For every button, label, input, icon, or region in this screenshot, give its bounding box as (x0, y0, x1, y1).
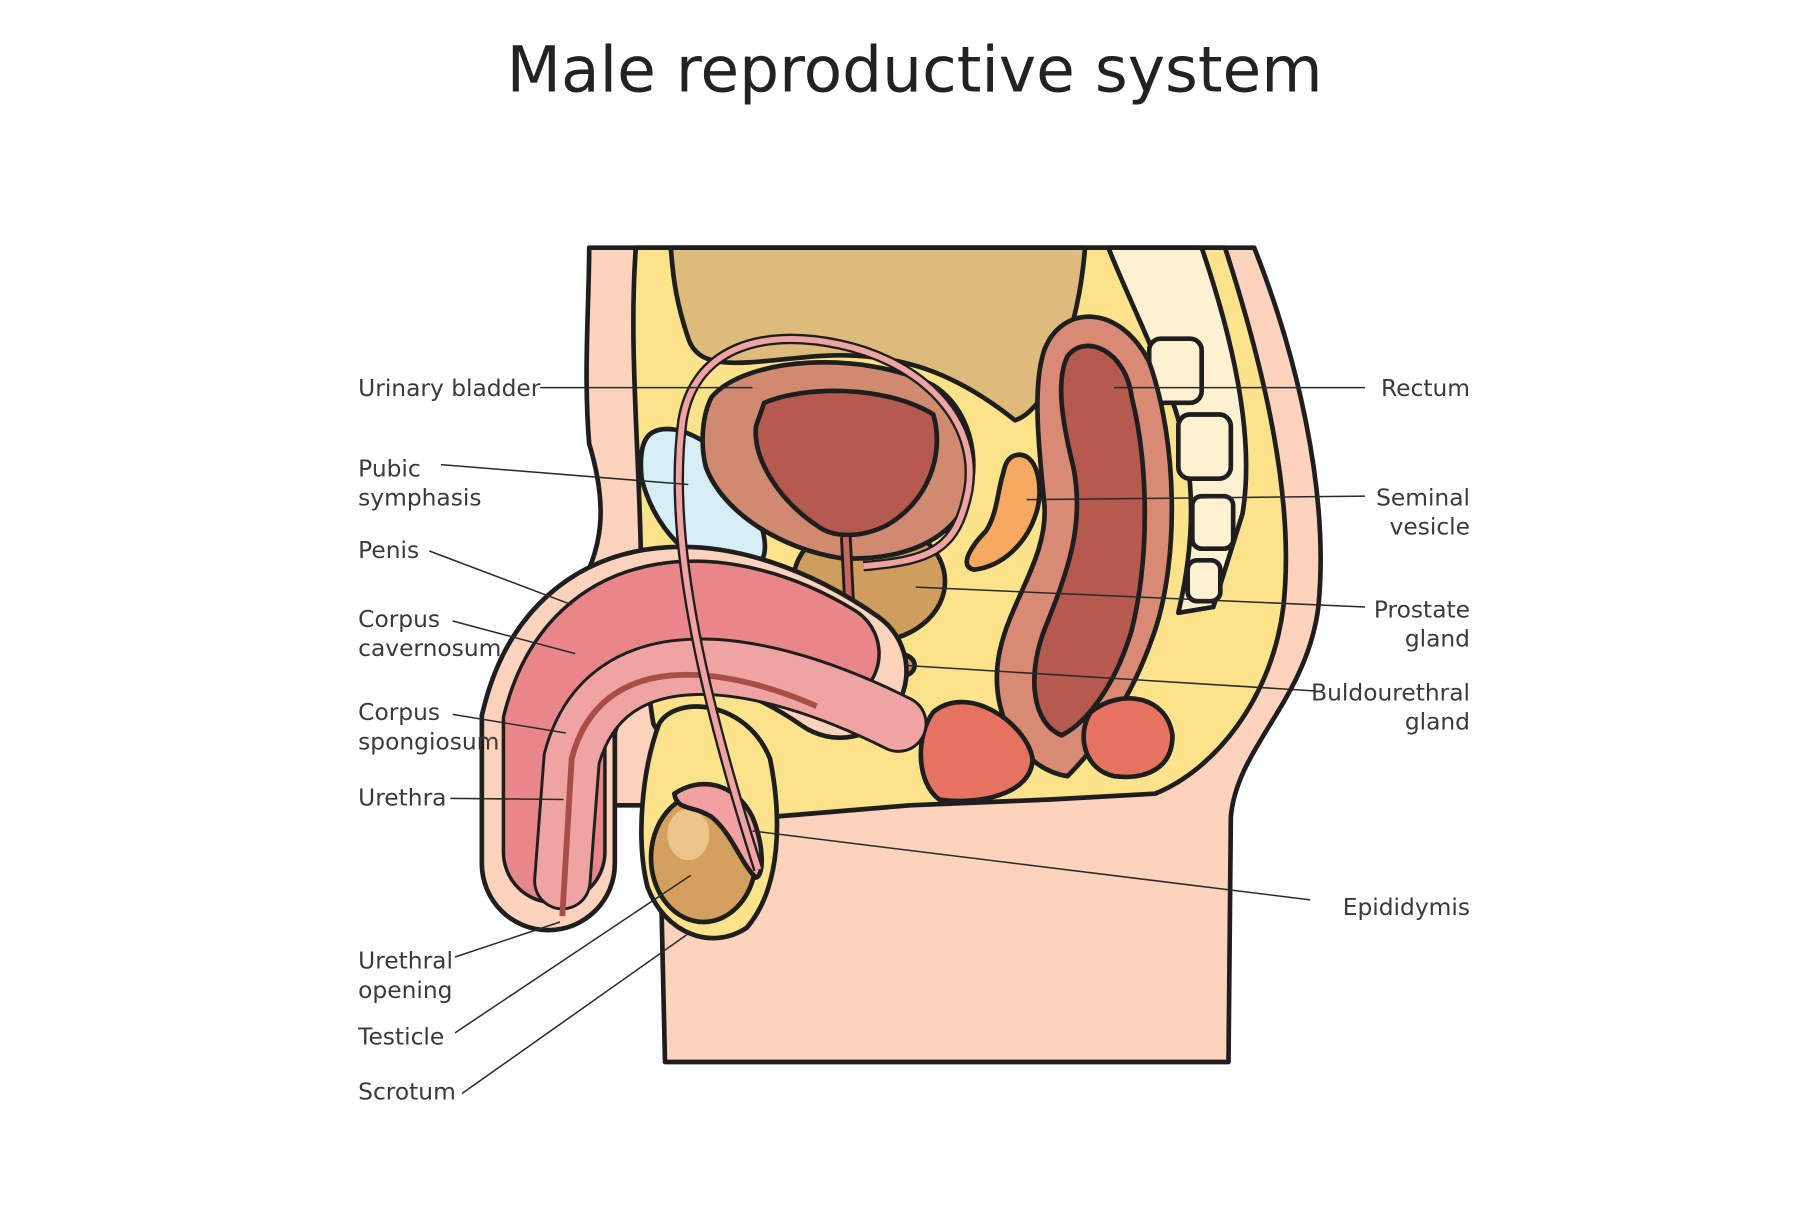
urethra (559, 671, 818, 917)
rectum-lumen (1032, 343, 1148, 738)
label-prostate-gland: Prostate (1374, 595, 1470, 623)
corpus-cavernosum-fill (505, 562, 878, 902)
label-bulbourethral-gland-2: gland (1405, 707, 1470, 735)
bladder-lumen (753, 388, 940, 538)
label-epididymis: Epididymis (1343, 893, 1470, 921)
label-prostate-gland-2: gland (1405, 625, 1470, 653)
label-rectum: Rectum (1381, 374, 1470, 402)
perineal-muscle (918, 699, 1035, 804)
labels-left: Urinary bladder Pubic symphasis Penis Co… (357, 374, 541, 1106)
label-corpus-cavernosum: Corpus (358, 605, 440, 633)
label-urethral-opening: Urethral (358, 947, 453, 975)
label-urethra: Urethra (358, 783, 446, 811)
label-pubic-symphasis-2: symphasis (358, 484, 481, 512)
anal-sphincter (1081, 696, 1175, 780)
label-seminal-vesicle-2: vesicle (1390, 513, 1470, 541)
label-corpus-cavernosum-2: cavernosum (358, 634, 501, 662)
label-corpus-spongiosum-2: spongiosum (358, 727, 499, 755)
label-scrotum: Scrotum (358, 1077, 456, 1105)
vas-deferens-fill (675, 336, 973, 871)
seminal-vesicle (964, 452, 1042, 573)
label-corpus-spongiosum: Corpus (358, 698, 440, 726)
anatomy-illustration (479, 245, 1323, 1065)
label-seminal-vesicle: Seminal (1376, 484, 1470, 512)
label-urethral-opening-2: opening (358, 976, 452, 1004)
labels-right: Rectum Seminal vesicle Prostate gland Bu… (1311, 374, 1470, 921)
page-title: Male reproductive system (507, 33, 1323, 106)
label-bulbourethral-gland: Buldourethral (1311, 678, 1470, 706)
label-testicle: Testicle (357, 1022, 444, 1050)
label-penis: Penis (358, 536, 419, 564)
testicle-highlight (667, 808, 710, 861)
leader-lines (429, 386, 1366, 1095)
label-urinary-bladder: Urinary bladder (358, 374, 541, 402)
label-pubic-symphasis: Pubic (358, 454, 421, 482)
